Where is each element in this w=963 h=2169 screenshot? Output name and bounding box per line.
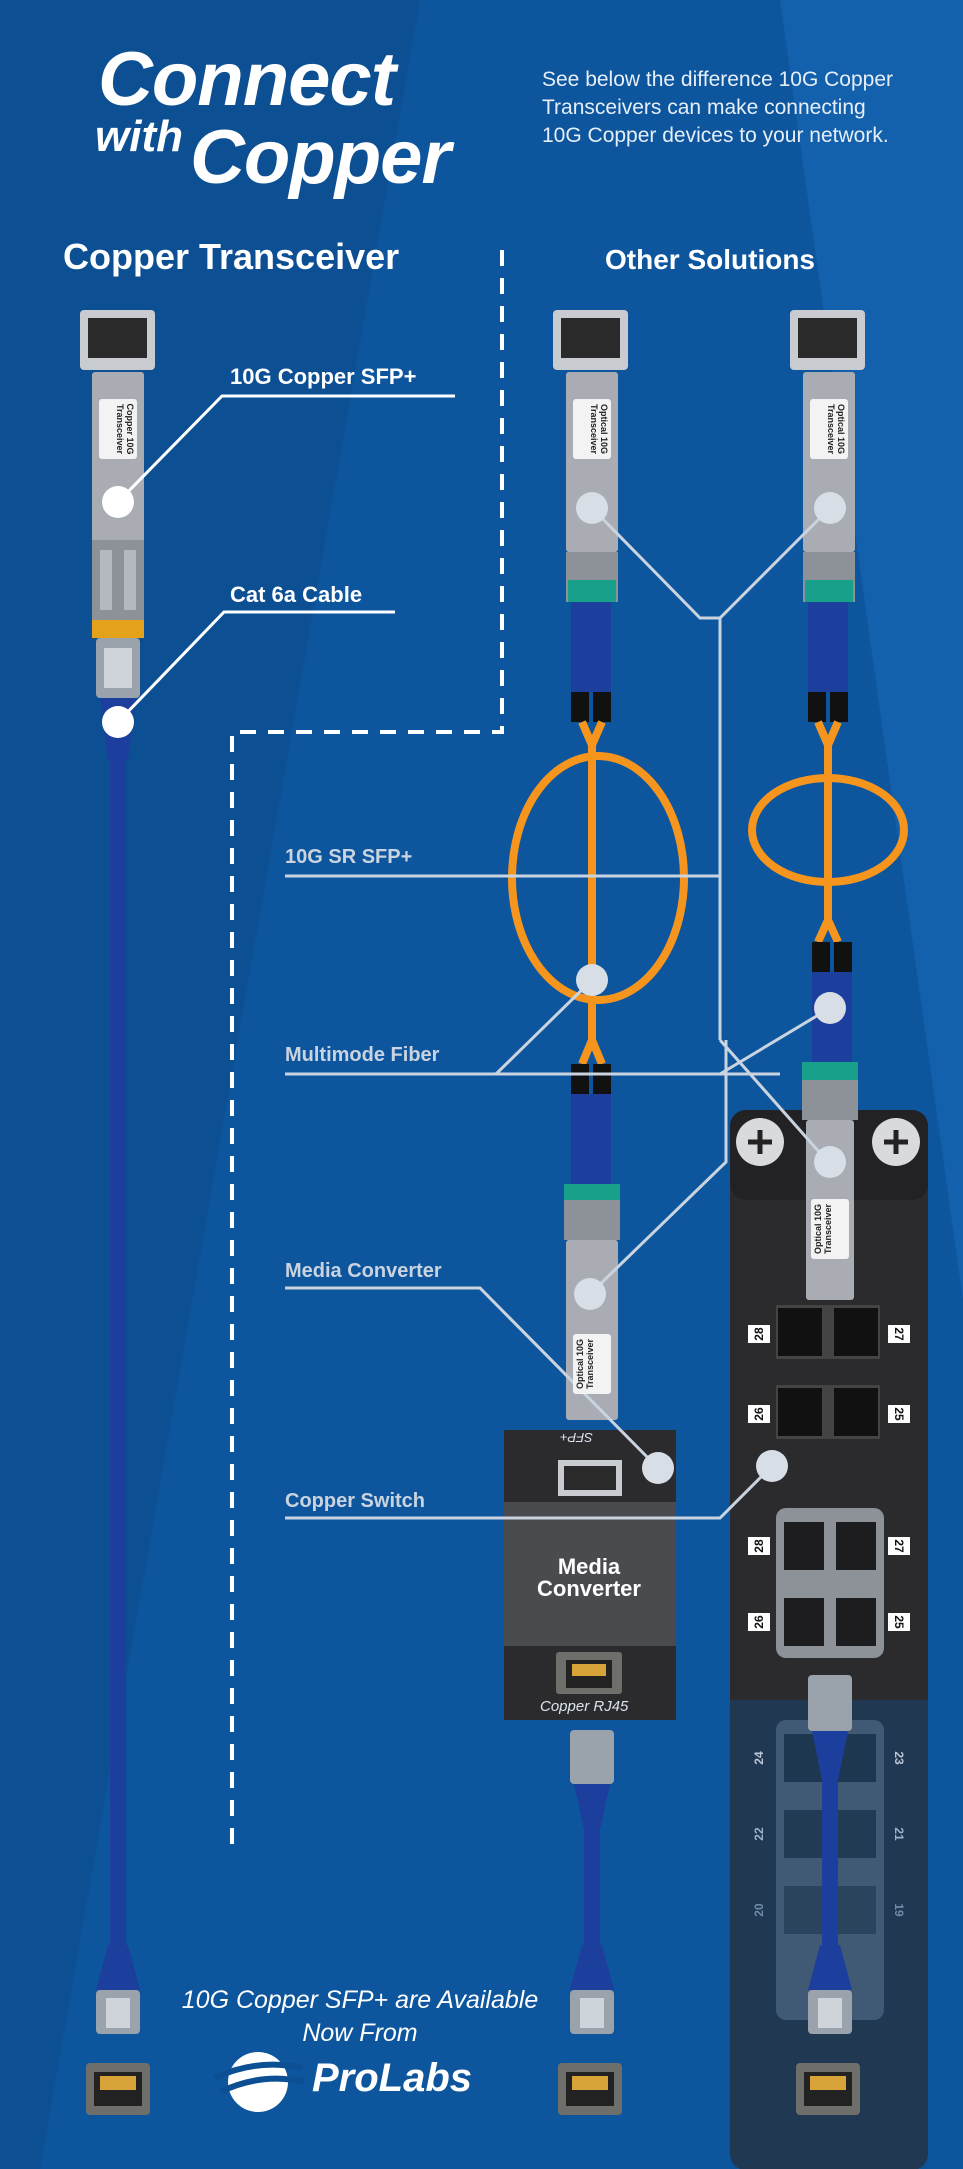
switch-port-number: 28 (748, 1325, 770, 1343)
brand-name: ProLabs (312, 2056, 473, 2100)
label-media-converter: Media Converter (285, 1260, 442, 1282)
media-converter-sfp-label: SFP+ (560, 1430, 593, 1445)
right-lower-transceiver-label: Optical 10G Transceiver (811, 1199, 849, 1259)
right-lower-optical-sfp (802, 1062, 858, 1300)
copper-switch (730, 1110, 928, 2169)
mid-optical-transceiver-label: Optical 10G Transceiver (573, 399, 611, 459)
copper-transceiver-label: Copper 10G Transceiver (99, 399, 137, 459)
callout-lines-grey (285, 506, 832, 1520)
right-column-heading: Other Solutions (605, 244, 815, 275)
mid-sfp-port (553, 310, 628, 370)
switch-port-number: 26 (748, 1405, 770, 1423)
left-bottom-plug (96, 1945, 140, 2034)
intro-text: See below the difference 10G Copper Tran… (542, 68, 894, 147)
right-lc-connector-top (808, 602, 848, 722)
right-multimode-fiber (748, 720, 908, 944)
footer-text: 10G Copper SFP+ are Available Now From (181, 1986, 539, 2047)
switch-port-number: 23 (892, 1751, 906, 1765)
label-copper-sfp: 10G Copper SFP+ (230, 364, 417, 389)
mid-rj45-jack (558, 2063, 622, 2115)
switch-port-number: 26 (748, 1613, 770, 1631)
column-divider (230, 250, 504, 1850)
switch-port-number: 24 (752, 1751, 766, 1765)
switch-port-number: 27 (888, 1325, 910, 1343)
left-rj45-jack (86, 2063, 150, 2115)
title-line-2: Copper (190, 115, 451, 200)
switch-port-number: 25 (888, 1405, 910, 1423)
switch-port-number: 20 (752, 1903, 766, 1917)
media-converter-rj45-label: Copper RJ45 (540, 1698, 629, 1715)
switch-port-number: 25 (888, 1613, 910, 1631)
label-cat6a-cable: Cat 6a Cable (230, 582, 363, 607)
left-cat6a-cable (110, 755, 126, 1945)
mid-lc-connector-top (571, 602, 611, 722)
left-column-heading: Copper Transceiver (63, 236, 400, 277)
switch-port-number: 27 (888, 1537, 910, 1555)
label-sr-sfp: 10G SR SFP+ (285, 846, 413, 868)
title-line-1: Connect (98, 37, 396, 122)
callout-dots (102, 486, 846, 1484)
mid-multimode-fiber (508, 720, 688, 1066)
prolabs-logo-icon (212, 2052, 305, 2112)
mid-lc-connector-bottom (571, 1064, 611, 1184)
label-copper-switch: Copper Switch (285, 1490, 426, 1512)
switch-port-number: 19 (892, 1903, 906, 1917)
right-switch-cable (808, 1675, 852, 1946)
title-with: with (95, 112, 183, 161)
media-converter-title: Media Converter (537, 1554, 641, 1601)
mid-cat6a-cable (584, 1828, 600, 1946)
right-rj45-jack (796, 2063, 860, 2115)
mid-bottom-plug-2 (570, 1945, 614, 2034)
switch-port-number: 22 (752, 1827, 766, 1841)
right-optical-transceiver-label: Optical 10G Transceiver (810, 399, 848, 459)
right-bottom-plug (808, 1945, 852, 2034)
switch-port-number: 28 (748, 1537, 770, 1555)
switch-port-number: 21 (892, 1827, 906, 1841)
mid-bottom-plug (570, 1730, 614, 1830)
label-multimode-fiber: Multimode Fiber (285, 1044, 440, 1066)
left-sfp-port (80, 310, 155, 370)
mid-lower-transceiver-label: Optical 10G Transceiver (573, 1334, 611, 1394)
right-sfp-port (790, 310, 865, 370)
media-converter-box (504, 1430, 676, 1720)
callout-lines-white (116, 394, 455, 724)
